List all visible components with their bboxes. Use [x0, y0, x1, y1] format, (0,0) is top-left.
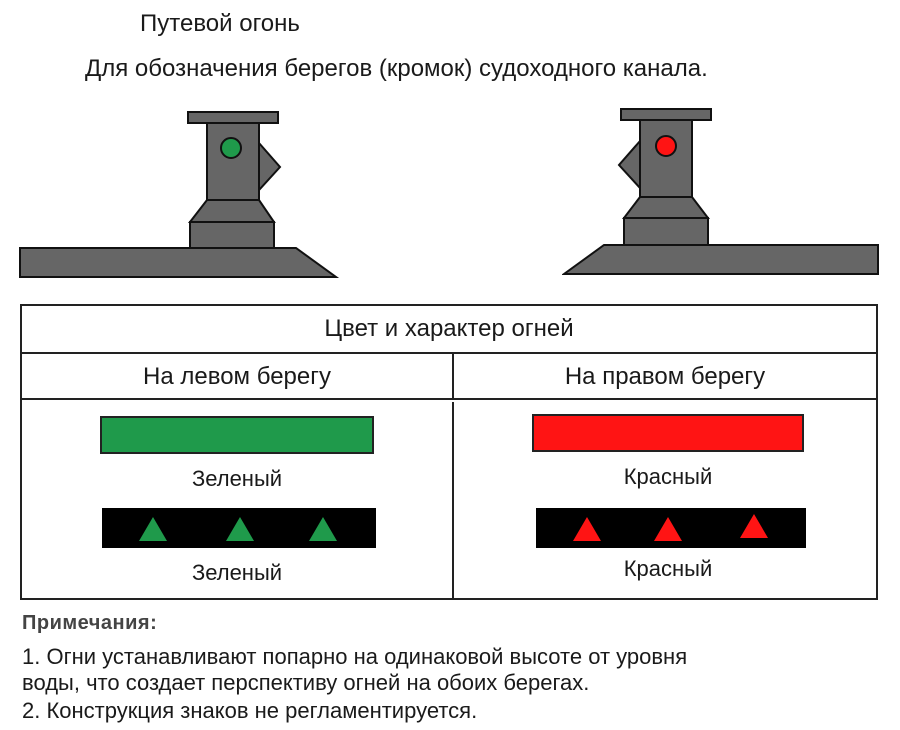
- left-bank-cell: Зеленый Зеленый: [22, 402, 454, 598]
- right-bank-ground: [562, 244, 879, 275]
- page-title: Путевой огонь: [140, 10, 300, 37]
- right-bank-cell: Красный Красный: [454, 402, 876, 598]
- green-triangle-icon: [226, 517, 254, 541]
- green-flashing-label: Зеленый: [191, 560, 283, 585]
- notes-title: Примечания:: [22, 612, 158, 634]
- lights-table: Цвет и характер огней На левом берегу На…: [20, 304, 878, 600]
- table-header: Цвет и характер огней: [22, 306, 876, 354]
- green-steady-swatch: [100, 416, 374, 454]
- red-steady-label: Красный: [623, 464, 713, 489]
- green-steady-label: Зеленый: [191, 466, 283, 491]
- green-light-icon: [220, 137, 242, 159]
- left-bank-heading: На левом берегу: [22, 354, 454, 400]
- green-flashing-strip: [102, 508, 376, 548]
- red-flashing-label: Красный: [623, 556, 713, 581]
- red-triangle-icon: [573, 517, 601, 541]
- left-tower: [187, 111, 282, 249]
- red-triangle-icon: [740, 514, 768, 538]
- left-bank-sign: [19, 111, 340, 278]
- red-flashing-strip: [536, 508, 806, 548]
- right-tower: [617, 108, 712, 246]
- note-2: 2. Конструкция знаков не регламентируетс…: [22, 698, 478, 723]
- note-1-line-1: 1. Огни устанавливают попарно на одинако…: [22, 644, 688, 669]
- left-bank-ground: [19, 247, 340, 278]
- page-subtitle: Для обозначения берегов (кромок) судоход…: [85, 55, 708, 82]
- red-light-icon: [655, 135, 677, 157]
- green-triangle-icon: [139, 517, 167, 541]
- right-bank-sign: [562, 108, 879, 275]
- green-triangle-icon: [309, 517, 337, 541]
- right-bank-heading: На правом берегу: [454, 354, 876, 400]
- note-1-line-2: воды, что создает перспективу огней на о…: [22, 670, 590, 695]
- red-triangle-icon: [654, 517, 682, 541]
- red-steady-swatch: [532, 414, 804, 452]
